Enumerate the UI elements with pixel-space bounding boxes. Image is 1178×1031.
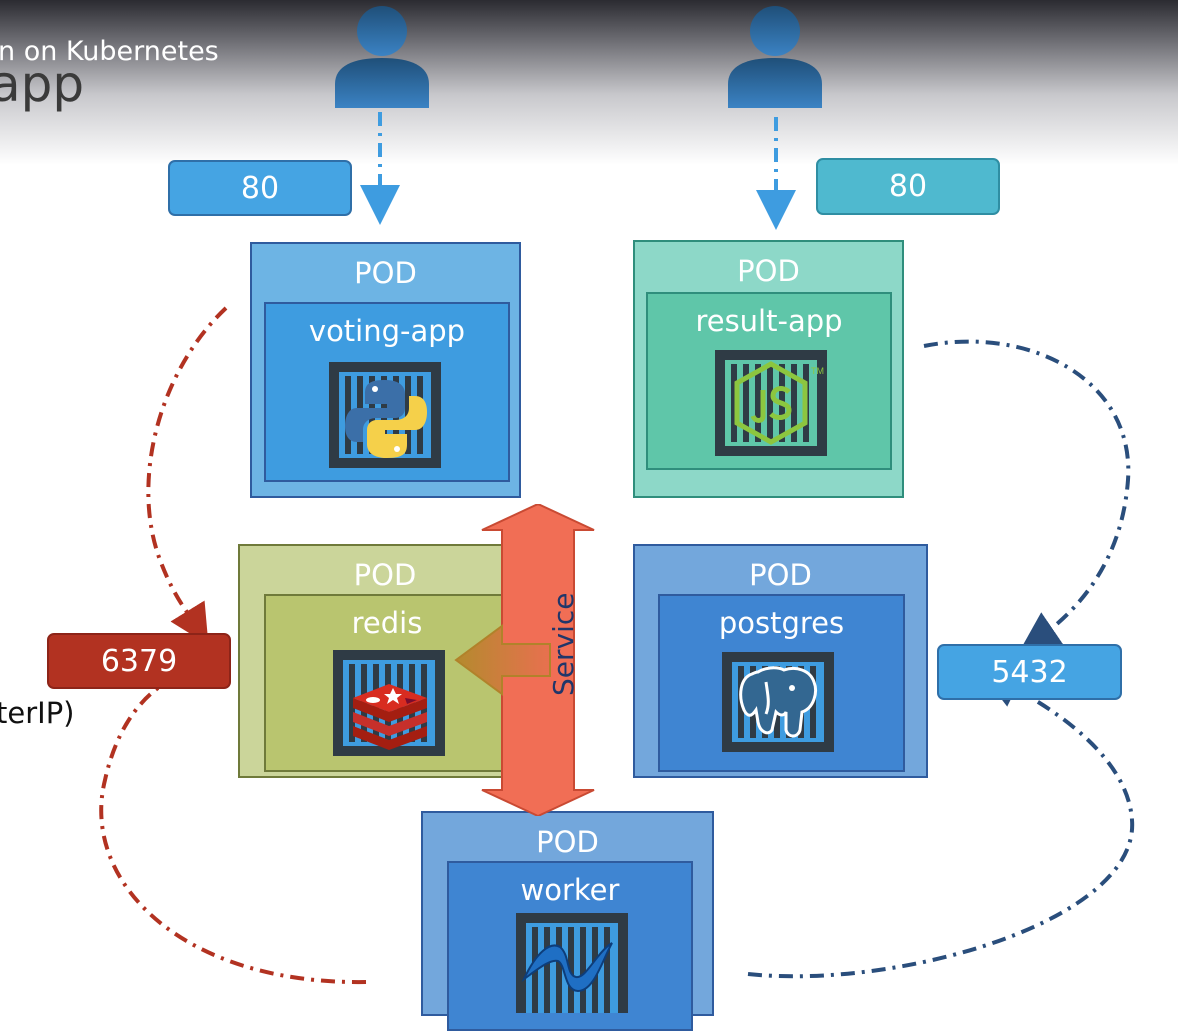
pod-label: POD — [354, 256, 417, 290]
container-icon — [333, 650, 445, 756]
worker-container-box: worker — [447, 861, 693, 1031]
postgres-pod: POD postgres — [633, 544, 928, 778]
redis-pod: POD redis — [238, 544, 532, 778]
redis-container-box: redis — [264, 594, 510, 772]
redis-service-port: 6379 — [47, 633, 231, 689]
python-icon — [345, 380, 427, 458]
result-service-port: 80 — [816, 158, 1000, 215]
nodejs-icon: TM — [734, 361, 824, 445]
result-app-container-box: result-app TM — [646, 292, 892, 470]
pod-label: POD — [749, 558, 812, 592]
worker-to-redis-link — [99, 686, 367, 985]
container-icon — [516, 913, 628, 1013]
service-type-note: terIP) — [0, 696, 75, 730]
postgres-icon — [739, 666, 817, 738]
container-icon — [329, 362, 441, 468]
postgres-service-port: 5432 — [937, 644, 1122, 700]
container-icon: TM — [715, 350, 827, 456]
header-background — [0, 0, 1178, 170]
user-icon — [728, 6, 822, 108]
redis-icon — [353, 684, 427, 750]
dotnet-icon — [521, 942, 613, 993]
container-icon — [722, 652, 834, 752]
connections — [99, 112, 1135, 985]
container-name: postgres — [718, 606, 845, 640]
svg-text:TM: TM — [811, 366, 824, 376]
worker-to-postgres-link — [747, 670, 1135, 979]
worker-pod: POD worker — [421, 811, 714, 1031]
slide-title: app — [0, 55, 85, 113]
pod-label: POD — [353, 558, 417, 592]
slide-subtitle: n on Kubernetes — [0, 36, 219, 67]
result-to-postgres-link — [923, 339, 1131, 652]
service-double-arrow — [454, 504, 595, 816]
pod-label: POD — [536, 825, 599, 859]
voting-to-redis-link — [146, 306, 228, 646]
container-name: worker — [520, 873, 620, 907]
container-name: result-app — [695, 304, 843, 338]
postgres-container-box: postgres — [658, 594, 905, 772]
pod-label: POD — [737, 254, 800, 288]
result-app-pod: POD result-app TM — [633, 240, 904, 498]
container-name: redis — [351, 606, 423, 640]
user-icon — [335, 6, 429, 108]
voting-app-container-box: voting-app — [264, 302, 510, 482]
container-name: voting-app — [308, 314, 466, 348]
voting-app-pod: POD voting-app — [250, 242, 521, 498]
service-label: Service — [547, 592, 580, 696]
voting-service-port: 80 — [168, 160, 352, 216]
